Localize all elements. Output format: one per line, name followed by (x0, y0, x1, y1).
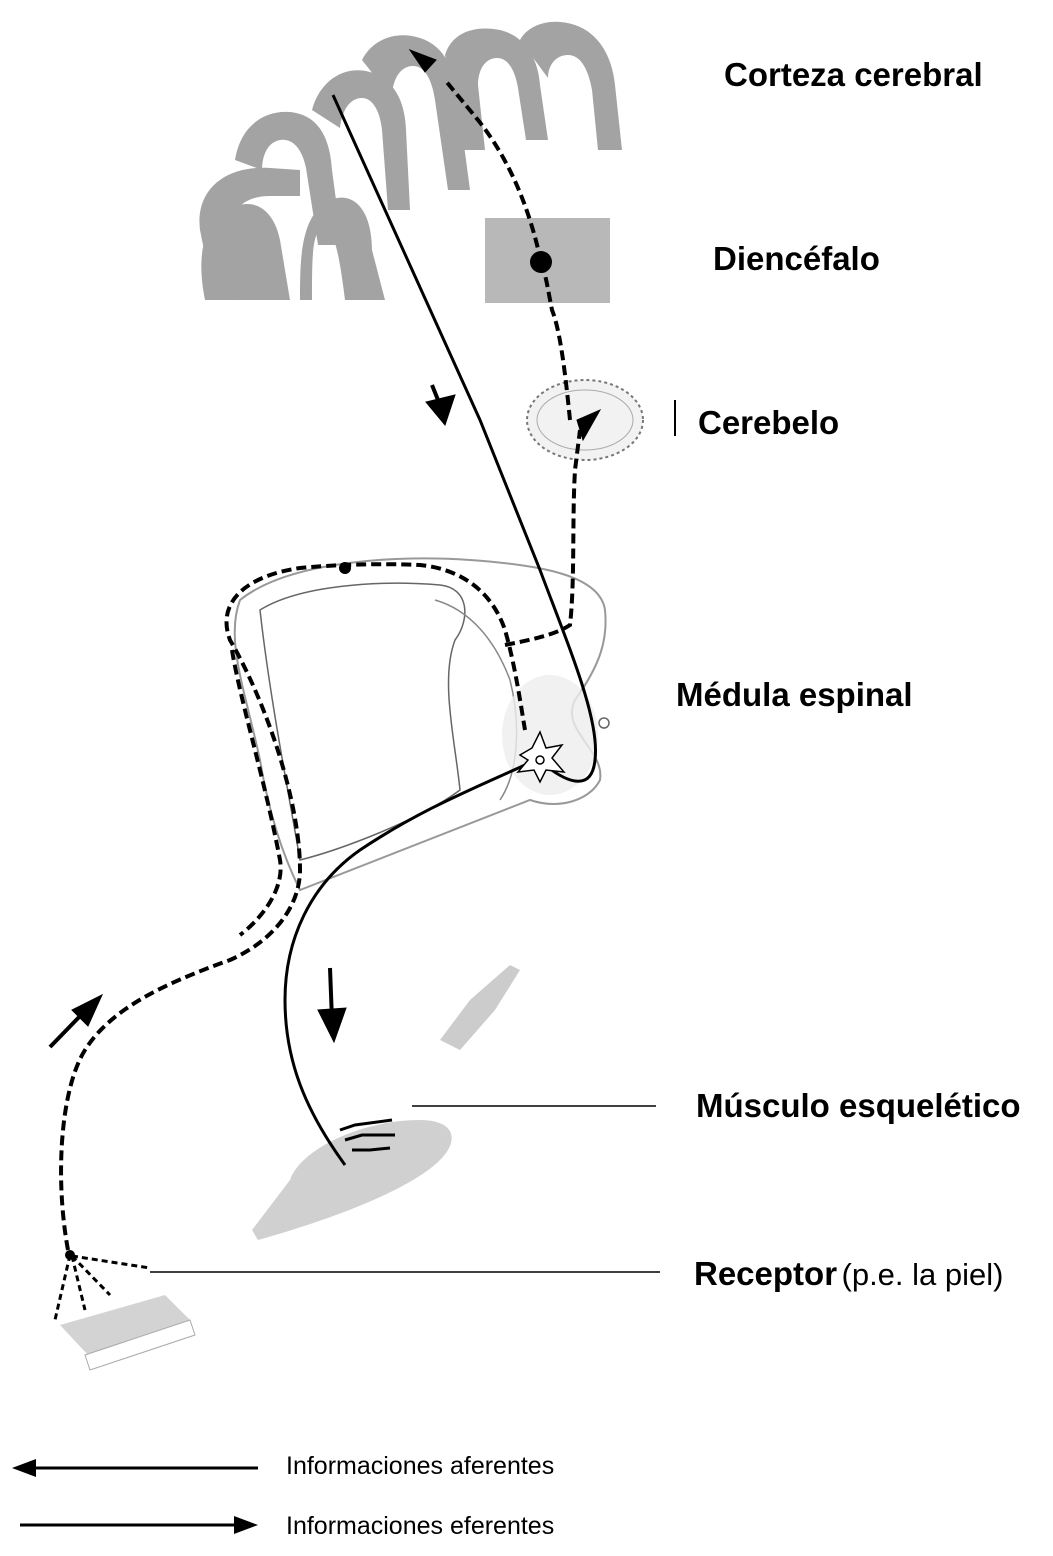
receptor-junction-icon (65, 1250, 75, 1260)
legend-efferent-label: Informaciones eferentes (286, 1512, 554, 1541)
legend-efferent-arrow (20, 1516, 258, 1534)
legend-afferent-label: Informaciones aferentes (286, 1452, 554, 1481)
legend-afferent-arrow (12, 1459, 258, 1477)
receptor-label: Receptor (694, 1255, 837, 1292)
muscle-shape (252, 965, 520, 1240)
receptor-shape (60, 1295, 195, 1370)
dorsal-ganglion-icon (339, 562, 351, 574)
diencephalon-synapse-icon (530, 251, 552, 273)
spinal-cord-label: Médula espinal (676, 676, 913, 714)
descending-arrow-icon (426, 395, 455, 425)
cortex-label: Corteza cerebral (724, 56, 983, 94)
cerebellum-label: Cerebelo (698, 404, 839, 442)
receptor-label-group: Receptor (p.e. la piel) (694, 1255, 1003, 1293)
diencephalon-label: Diencéfalo (713, 240, 880, 278)
spinal-cord-section (235, 558, 609, 890)
receptor-note: (p.e. la piel) (842, 1257, 1004, 1292)
muscle-arrow-icon (318, 1008, 346, 1042)
muscle-label: Músculo esquelético (696, 1087, 1021, 1125)
